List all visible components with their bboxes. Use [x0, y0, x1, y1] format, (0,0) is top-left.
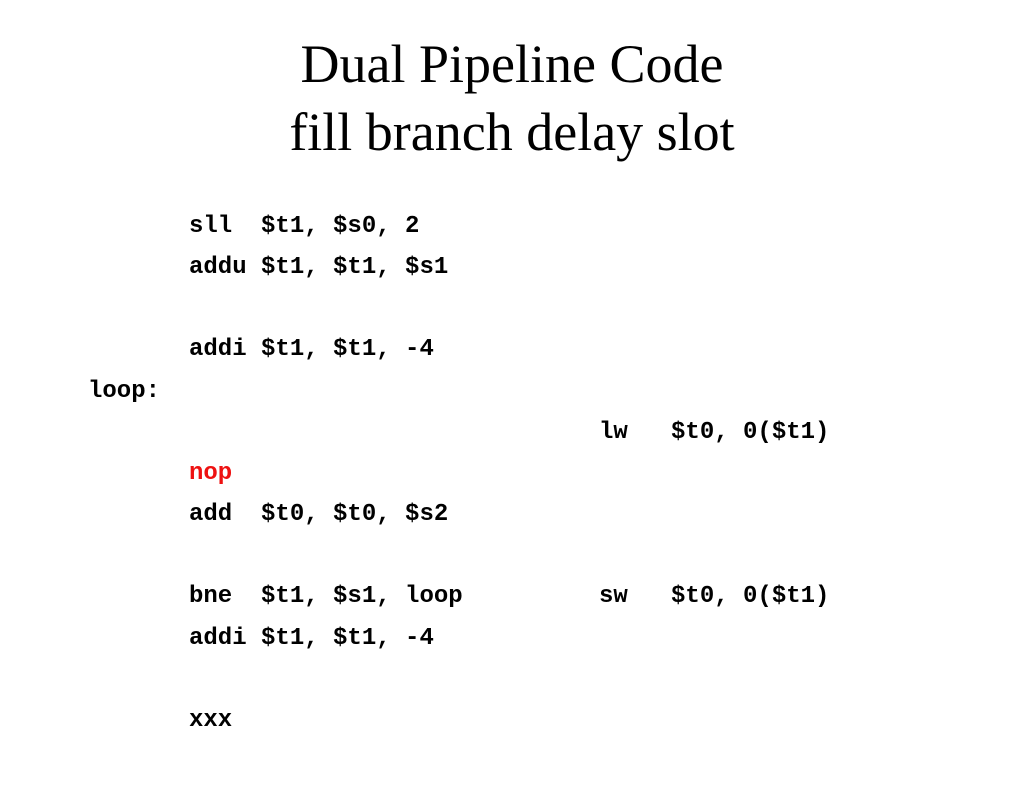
code-line-5: nop — [0, 459, 1024, 489]
code-left-instruction: bne $t1, $s1, loop — [189, 583, 463, 610]
code-listing: sll $t1, $s0, 2 addu $t1, $t1, $s1 addi … — [0, 212, 1024, 736]
code-left-instruction: addi $t1, $t1, -4 — [189, 625, 434, 652]
code-line-2: addu $t1, $t1, $s1 — [0, 253, 1024, 283]
code-left-instruction: xxx — [189, 707, 233, 734]
slide-title-line-2: fill branch delay slot — [289, 102, 735, 162]
code-right-instruction: sw $t0, 0($t1) — [599, 583, 830, 610]
code-line-4: lw $t0, 0($t1) — [0, 418, 1024, 448]
code-loop-label-line: loop: — [0, 377, 1024, 407]
code-line-1: sll $t1, $s0, 2 — [0, 212, 1024, 242]
code-left-instruction: addu $t1, $t1, $s1 — [189, 254, 449, 281]
code-line-8: addi $t1, $t1, -4 — [0, 624, 1024, 654]
code-right-instruction: lw $t0, 0($t1) — [599, 419, 830, 446]
code-left-instruction: sll $t1, $s0, 2 — [189, 213, 420, 240]
code-line-6: add $t0, $t0, $s2 — [0, 500, 1024, 530]
slide-title-line-1: Dual Pipeline Code — [300, 34, 724, 94]
code-left-instruction: addi $t1, $t1, -4 — [189, 336, 434, 363]
code-line-3: addi $t1, $t1, -4 — [0, 335, 1024, 365]
code-left-instruction: add $t0, $t0, $s2 — [189, 501, 449, 528]
code-line-9: xxx — [0, 706, 1024, 736]
code-line-7: bne $t1, $s1, loop sw $t0, 0($t1) — [0, 582, 1024, 612]
slide-title: Dual Pipeline Code fill branch delay slo… — [0, 30, 1024, 166]
loop-label: loop: — [88, 378, 161, 405]
nop-instruction-highlighted: nop — [189, 460, 233, 487]
